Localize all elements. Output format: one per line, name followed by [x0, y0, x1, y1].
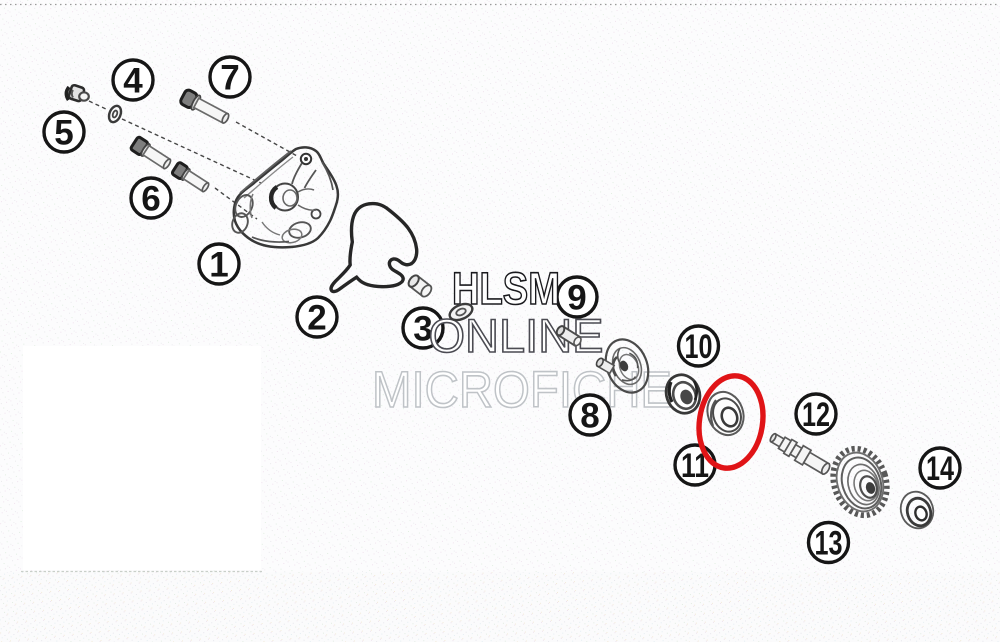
svg-text:3: 3: [413, 310, 432, 349]
svg-text:8: 8: [580, 397, 599, 436]
svg-text:6: 6: [141, 180, 160, 219]
svg-text:9: 9: [567, 279, 586, 318]
svg-text:14: 14: [926, 450, 954, 488]
svg-text:1: 1: [209, 246, 228, 285]
svg-text:HLSM: HLSM: [452, 263, 560, 314]
svg-text:12: 12: [802, 396, 830, 434]
svg-text:4: 4: [123, 62, 143, 101]
svg-text:10: 10: [685, 328, 713, 366]
svg-text:13: 13: [815, 525, 843, 563]
svg-text:5: 5: [54, 114, 73, 153]
svg-text:7: 7: [220, 59, 239, 98]
svg-text:2: 2: [307, 299, 326, 338]
